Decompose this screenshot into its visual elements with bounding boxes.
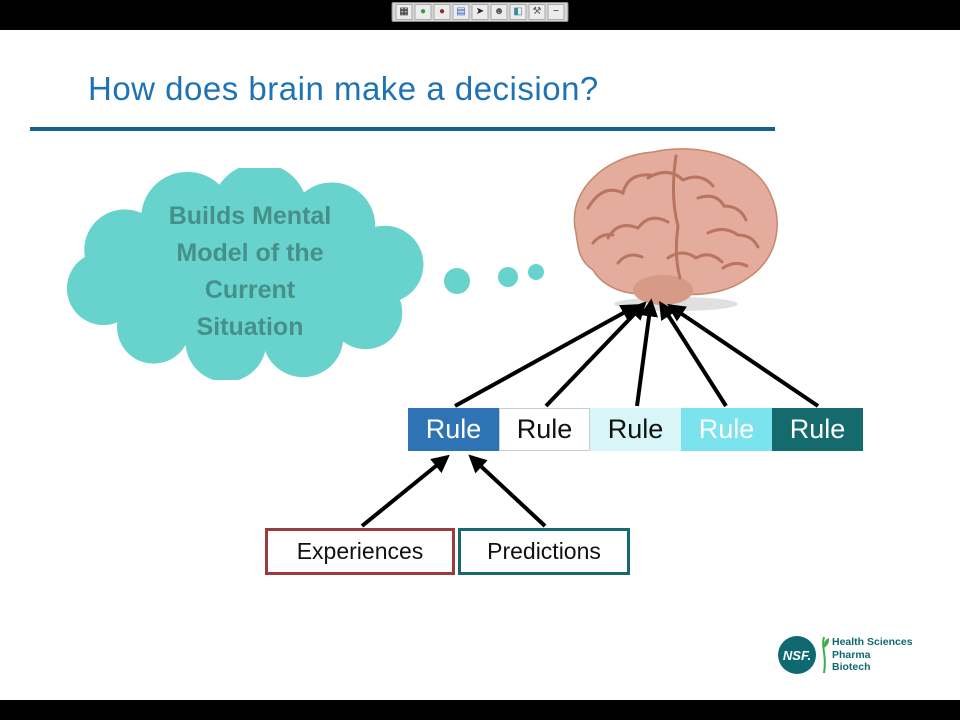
nsf-circle-mark: NSF. xyxy=(778,636,816,674)
thought-dot-small xyxy=(528,264,544,280)
rule-box-5: Rule xyxy=(772,408,863,451)
nsf-line-2: Pharma xyxy=(832,648,871,661)
slide: How does brain make a decision? Builds M… xyxy=(0,30,960,700)
cloud-text-line-2: Model of the xyxy=(176,239,324,267)
cloud-text-line-3: Current xyxy=(204,276,296,304)
participants-icon[interactable]: ☻ xyxy=(490,4,508,20)
rule-box-1: Rule xyxy=(408,408,499,451)
arrow-rule3-to-brain xyxy=(635,298,658,407)
thought-cloud xyxy=(66,168,424,380)
rule-box-3: Rule xyxy=(590,408,681,451)
tools-icon[interactable]: ⚒ xyxy=(528,4,546,20)
arrow-rule2-to-brain xyxy=(544,301,647,408)
nsf-line-1: Health Sciences xyxy=(832,636,913,649)
experiences-box: Experiences xyxy=(265,528,455,575)
nsf-logo-text: Health Sciences Pharma Biotech xyxy=(832,636,913,674)
arrow-rule1-to-brain xyxy=(454,304,640,408)
caduceus-icon xyxy=(822,636,829,674)
slide-title: How does brain make a decision? xyxy=(88,70,599,107)
minimize-icon[interactable]: − xyxy=(547,4,565,20)
arrow-predictions-to-rule xyxy=(468,454,547,528)
thought-dot-medium xyxy=(498,267,518,287)
viewer-toolbar: ▦●●▤➤☻◧⚒− xyxy=(391,2,569,22)
arrow-rule5-to-brain xyxy=(667,303,820,408)
cloud-text-line-4: Situation xyxy=(196,313,304,341)
save-icon[interactable]: ▤ xyxy=(452,4,470,20)
pointer-icon[interactable]: ➤ xyxy=(471,4,489,20)
arrow-rule4-to-brain xyxy=(659,300,728,408)
nsf-line-3: Biotech xyxy=(832,661,871,674)
rule-box-4: Rule xyxy=(681,408,772,451)
start-icon[interactable]: ● xyxy=(414,4,432,20)
cloud-text-line-1: Builds Mental xyxy=(168,202,332,230)
record-icon[interactable]: ● xyxy=(433,4,451,20)
nsf-logo: NSF. Health Sciences Pharma Biotech xyxy=(778,634,913,676)
title-divider xyxy=(30,127,775,131)
brain-image xyxy=(573,148,778,311)
thought-dot-large xyxy=(444,268,470,294)
predictions-box: Predictions xyxy=(458,528,630,575)
arrow-experiences-to-rule xyxy=(360,454,450,528)
screenshot-icon[interactable]: ▦ xyxy=(395,4,413,20)
rule-box-2: Rule xyxy=(499,408,590,451)
color-icon[interactable]: ◧ xyxy=(509,4,527,20)
